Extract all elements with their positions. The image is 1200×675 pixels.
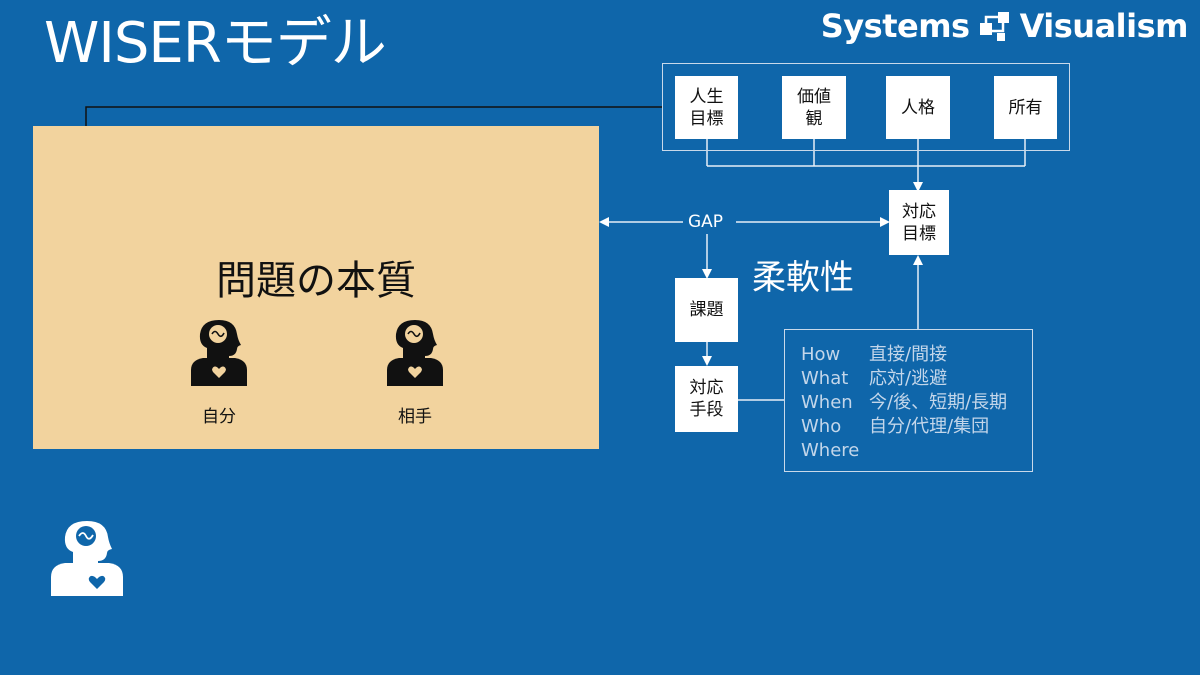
detail-row-who: Who 自分/代理/集団 (801, 415, 989, 439)
detail-key: How (801, 344, 841, 365)
person-label-other: 相手 (398, 407, 432, 427)
brand-text-left: Systems (820, 7, 970, 45)
brain-heart-person-icon (51, 521, 123, 596)
detail-key: What (801, 368, 849, 389)
value-box-possession: 所有 (994, 76, 1057, 139)
detail-value: 自分/代理/集団 (869, 416, 990, 437)
problem-essence-box: 問題の本質 自分 相手 (33, 126, 599, 449)
values-group-box (662, 63, 1070, 151)
target-box: 対応 目標 (889, 190, 949, 255)
page-title: WISERモデル (44, 11, 387, 76)
person-label-self: 自分 (202, 407, 236, 427)
detail-value: 応対/逃避 (869, 368, 948, 389)
brand-logo: Systems Visualism (820, 6, 1189, 46)
detail-key: Who (801, 416, 842, 437)
details-box: How 直接/間接 What 応対/逃避 When 今/後、短期/長期 Who 自分/代… (784, 329, 1033, 472)
systems-visualism-logo-icon (979, 12, 1009, 41)
detail-row-how: How 直接/間接 (801, 343, 947, 367)
detail-key: When (801, 392, 853, 413)
means-box: 対応 手段 (675, 366, 738, 432)
problem-title: 問題の本質 (216, 258, 416, 304)
value-box-values: 価値 観 (782, 76, 846, 139)
brand-text-right: Visualism (1019, 7, 1189, 45)
value-box-life-goal: 人生 目標 (675, 76, 738, 139)
brain-heart-person-icon (387, 320, 443, 386)
issue-box: 課題 (675, 278, 738, 342)
detail-row-where: Where (801, 439, 869, 463)
detail-value: 今/後、短期/長期 (869, 392, 1008, 413)
flexibility-label: 柔軟性 (752, 258, 854, 298)
value-box-personality: 人格 (886, 76, 950, 139)
brain-heart-person-icon (191, 320, 247, 386)
gap-label: GAP (686, 212, 726, 232)
detail-row-when: When 今/後、短期/長期 (801, 391, 1007, 415)
detail-row-what: What 応対/逃避 (801, 367, 947, 391)
detail-key: Where (801, 440, 860, 461)
detail-value: 直接/間接 (869, 344, 948, 365)
